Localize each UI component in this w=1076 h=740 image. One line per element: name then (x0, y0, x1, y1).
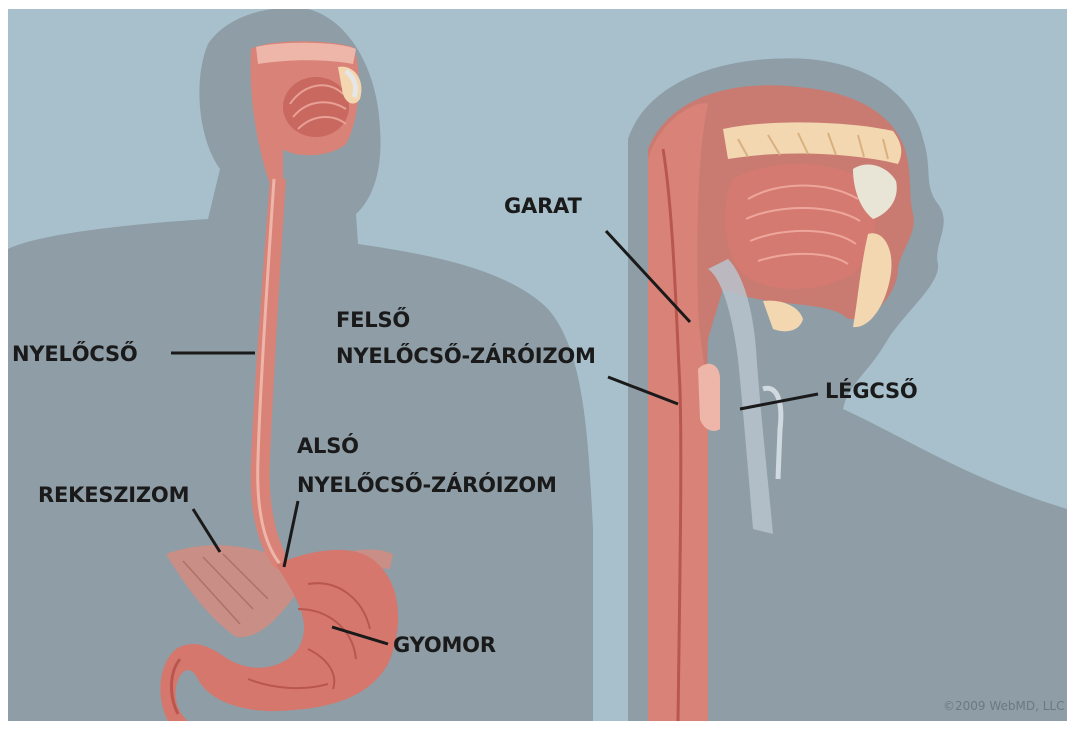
label-legcso: LÉGCSŐ (825, 378, 918, 404)
copyright-notice: ©2009 WebMD, LLC (943, 699, 1065, 713)
label-also-line2: NYELŐCSŐ-ZÁRÓIZOM (297, 472, 557, 498)
illustration-panel: NYELŐCSŐ REKESZIZOM ALSÓ NYELŐCSŐ-ZÁRÓIZ… (8, 9, 1067, 721)
label-gyomor: GYOMOR (393, 632, 496, 658)
label-felso-line2: NYELŐCSŐ-ZÁRÓIZOM (336, 343, 596, 369)
label-felso-line1: FELSŐ (336, 307, 410, 333)
label-garat: GARAT (504, 193, 582, 219)
label-nyelocso: NYELŐCSŐ (12, 341, 138, 367)
label-rekeszizom: REKESZIZOM (38, 482, 189, 508)
label-also-line1: ALSÓ (297, 433, 359, 459)
